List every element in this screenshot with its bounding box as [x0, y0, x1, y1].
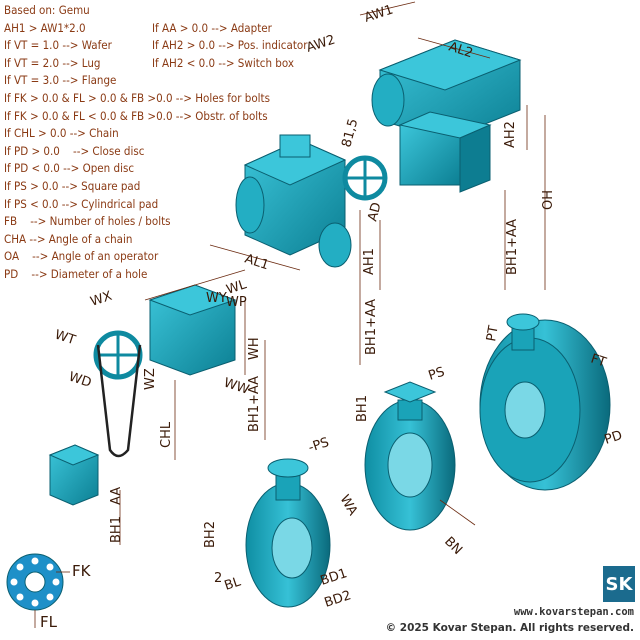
dim-bh1-mid: BH1 [355, 395, 370, 422]
rule-extra-line: If AH2 > 0.0 --> Pos. indicator [152, 38, 308, 53]
dim-ft: FT [589, 352, 608, 371]
flange-valve [479, 313, 611, 491]
dim-815: 81,5 [339, 117, 361, 149]
dim-ah1: AH1 [362, 248, 377, 275]
rule-line: If PS < 0.0 --> Cylindrical pad [4, 196, 159, 211]
dim-wx: WX [89, 289, 114, 310]
lug-valve [364, 381, 456, 531]
rule-line: If FK > 0.0 & FL < 0.0 & FB >0.0 --> Obs… [4, 108, 268, 123]
dim-bl: BL [223, 574, 244, 593]
square-pad-block [48, 444, 100, 506]
rule-line: AH1 > AW1*2.0 [4, 20, 86, 35]
rule-line: If VT = 3.0 --> Flange [4, 73, 117, 88]
dim-bn: BN [441, 534, 465, 558]
dim-wa: WA [337, 493, 361, 519]
rules-text-column-2: If AA > 0.0 --> Adapter If AH2 > 0.0 --> … [152, 20, 307, 73]
dim-bh1aa-left: BH1+AA [247, 376, 262, 432]
dim-wl: WL [225, 277, 249, 298]
rule-line: Based on: Gemu [4, 3, 90, 17]
rule-line: PD --> Diameter of a hole [4, 266, 148, 281]
dimension-lines [119, 1, 546, 545]
dim-al2: AL2 [447, 40, 475, 62]
dim-two: 2 [214, 571, 222, 586]
footer-copyright: © 2025 Kovar Stepan. All rights reserved… [385, 622, 634, 634]
actuator-large [371, 39, 522, 193]
rule-line: If PD < 0.0 --> Open disc [4, 161, 135, 176]
actuator-with-handwheel [235, 134, 388, 268]
footer-url[interactable]: www.kovarstepan.com [513, 606, 634, 618]
dim-aa: AA [109, 487, 124, 505]
rule-line: OA --> Angle of an operator [4, 249, 159, 264]
dim-ad: AD [365, 201, 384, 223]
rule-line: If CHL > 0.0 --> Chain [4, 126, 119, 141]
rule-line: If FK > 0.0 & FL > 0.0 & FB >0.0 --> Hol… [4, 90, 270, 105]
wafer-valve [245, 458, 331, 608]
dim-bh1aa-right: BH1+AA [505, 219, 520, 275]
dim-bd2: BD2 [323, 588, 354, 611]
dim-al1: AL1 [243, 252, 271, 274]
dim-pd: PD [603, 428, 625, 448]
dim-bh1-left: BH1 [109, 516, 124, 543]
dim-mps: -PS [307, 435, 331, 456]
rule-line: If PS > 0.0 --> Square pad [4, 178, 141, 193]
dim-wz: WZ [143, 368, 158, 390]
rule-extra-line: If AA > 0.0 --> Adapter [152, 20, 272, 35]
dim-chl: CHL [159, 421, 174, 448]
dim-fk: FK [72, 562, 92, 580]
dim-fl: FL [40, 613, 58, 631]
rule-line: If PD > 0.0 --> Close disc [4, 143, 145, 158]
dim-wp: WP [226, 295, 247, 310]
sk-logo: SK [603, 566, 635, 602]
rule-extra-line: If AH2 < 0.0 --> Switch box [152, 55, 294, 70]
dim-wh: WH [247, 337, 262, 360]
gearbox-with-chainwheel [93, 284, 237, 458]
dim-wd: WD [67, 370, 93, 391]
rule-line: If VT = 2.0 --> Lug [4, 55, 101, 70]
dim-oh: OH [541, 190, 556, 210]
dim-ah2: AH2 [503, 121, 518, 148]
dim-bh1aa-mid: BH1+AA [364, 299, 379, 355]
dim-aw1: AW1 [363, 2, 396, 25]
rule-line: FB --> Number of holes / bolts [4, 214, 171, 229]
dim-aw2: AW2 [305, 32, 338, 55]
dim-wt: WT [53, 328, 77, 349]
rule-line: CHA --> Angle of a chain [4, 231, 133, 246]
dim-pt: PT [484, 324, 502, 342]
flange-ring-diagram [6, 553, 70, 628]
rule-line: If VT = 1.0 --> Wafer [4, 38, 112, 53]
dim-ps: PS [427, 365, 447, 384]
dim-bh2: BH2 [203, 521, 218, 548]
dim-wy: WY [206, 291, 227, 306]
